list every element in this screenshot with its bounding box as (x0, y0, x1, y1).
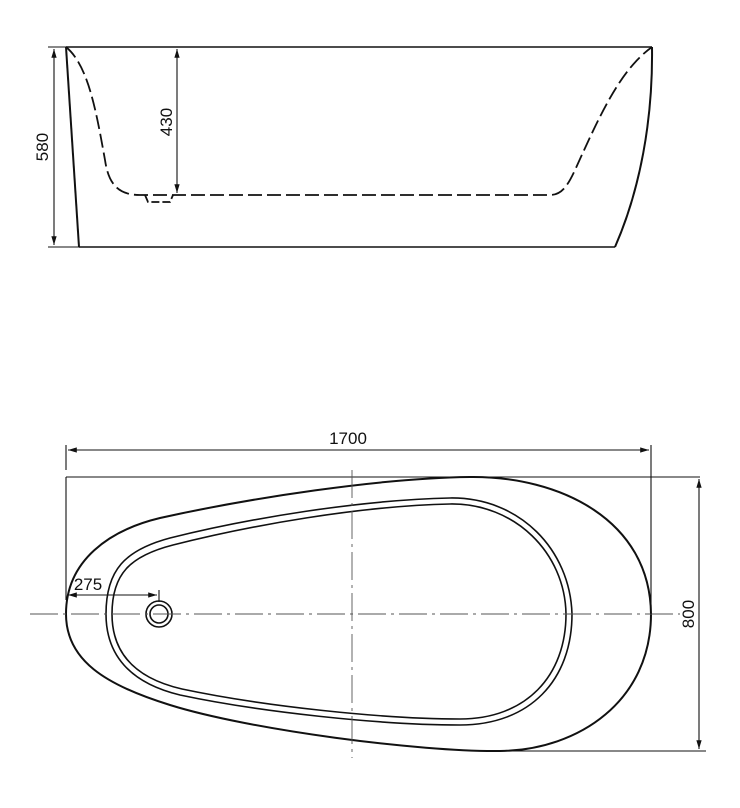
basin-outer-line (105, 497, 573, 726)
dim-430-label: 430 (157, 108, 176, 136)
side-inner-basin (65, 46, 653, 196)
side-right-wall (614, 46, 654, 248)
side-drain-detail (144, 194, 174, 203)
side-left-wall (65, 46, 80, 248)
dim-275-label: 275 (74, 575, 102, 594)
dim-580-label: 580 (33, 133, 52, 161)
dim-1700-label: 1700 (329, 429, 367, 448)
top-view: 1700 800 275 (30, 429, 706, 758)
dim-800-label: 800 (679, 600, 698, 628)
side-view: 580 430 (33, 46, 654, 248)
